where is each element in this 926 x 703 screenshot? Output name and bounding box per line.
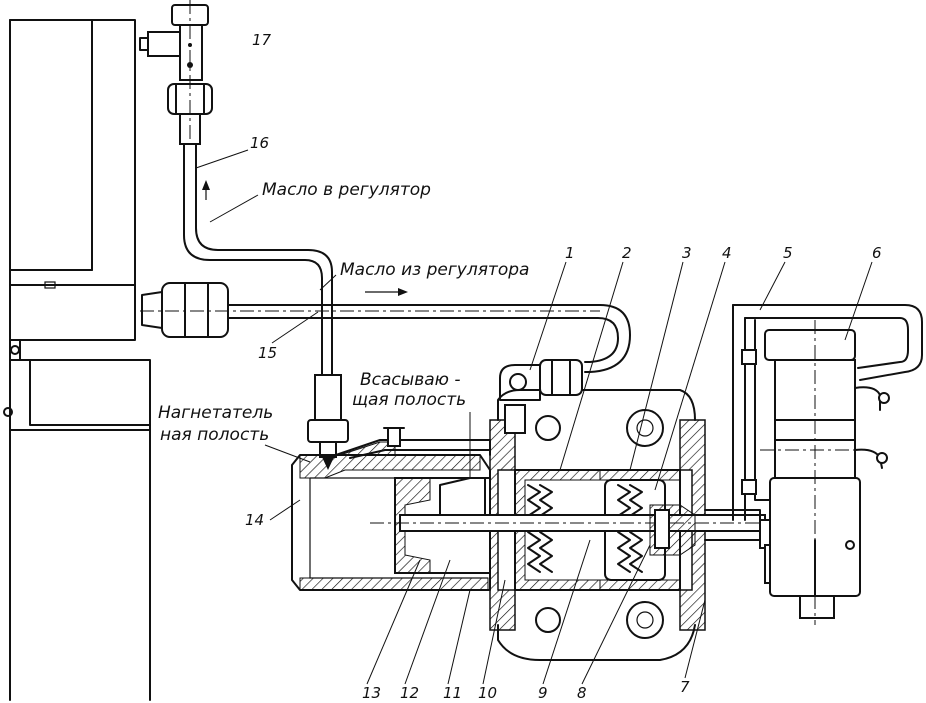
label-oil-from-regulator: Масло из регулятора [340,260,529,280]
callout-12: 12 [400,684,419,702]
label-discharge-cavity-line1: Нагнетатель [158,403,273,423]
callout-10: 10 [478,684,497,702]
label-oil-to-regulator: Масло в регулятор [262,180,431,200]
pipe-nut [307,374,349,470]
central-block [370,389,790,661]
callout-13: 13 [362,684,381,702]
callout-17: 17 [252,31,272,49]
callout-2: 2 [622,244,632,262]
callout-3: 3 [682,244,692,262]
pipe-15 [140,282,631,373]
callout-9: 9 [538,684,548,702]
callout-4: 4 [722,244,732,262]
connector-1 [499,359,583,434]
callout-5: 5 [783,244,793,262]
callout-16: 16 [250,134,269,152]
fitting-17 [139,0,213,145]
callout-1: 1 [565,244,575,262]
callout-8: 8 [577,684,587,702]
bracket-5 [732,304,923,521]
callout-7: 7 [680,678,690,696]
label-suction-cavity-line1: Всасываю - [360,370,460,390]
electromagnet-6 [760,320,890,625]
callout-14: 14 [245,511,264,529]
callout-15: 15 [258,344,277,362]
engine-block [3,19,151,701]
label-discharge-cavity-line2: ная полость [160,425,269,445]
callout-11: 11 [443,684,462,702]
pipe-16 [183,143,333,376]
label-suction-cavity-line2: щая полость [352,390,466,410]
callout-6: 6 [872,244,882,262]
